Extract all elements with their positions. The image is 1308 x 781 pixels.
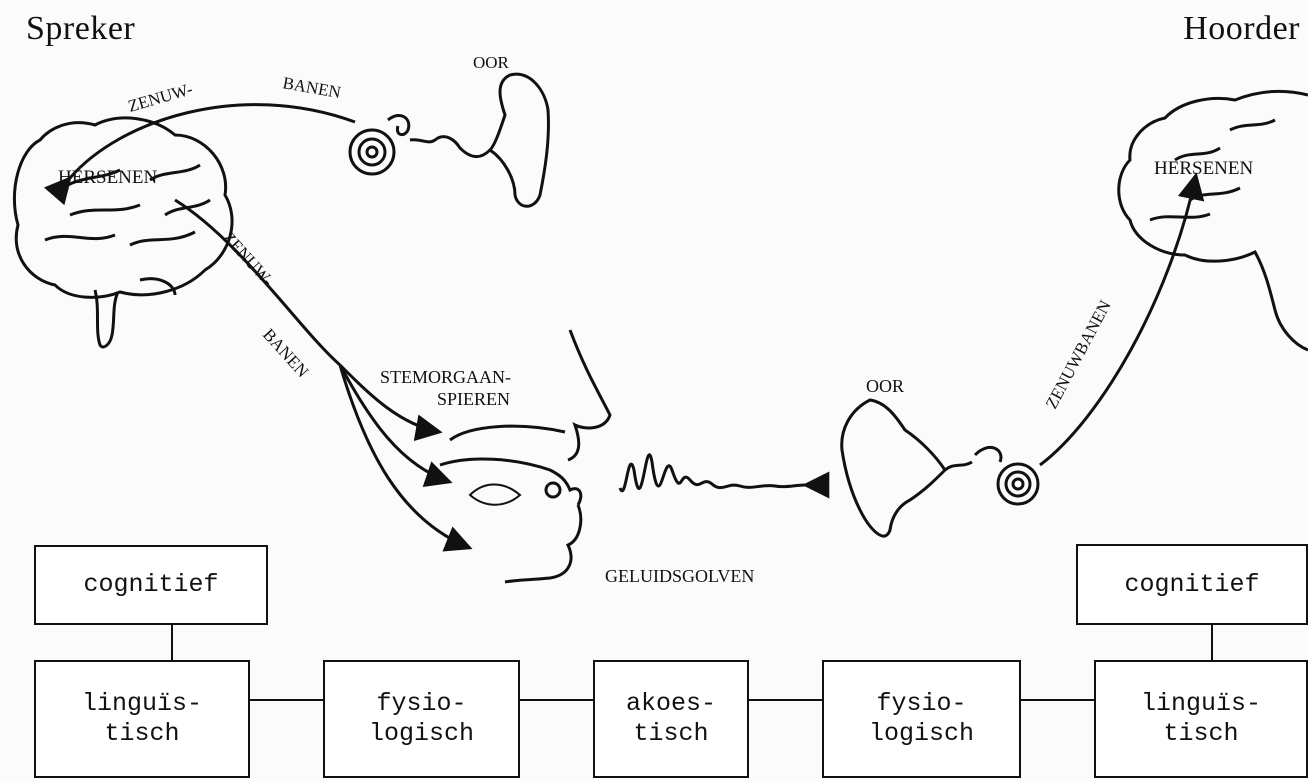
- listener-ear-label: OOR: [866, 376, 904, 396]
- connector-linguistic-physiological-left: [248, 699, 325, 701]
- muscles-label-1: STEMORGAAN-: [380, 367, 511, 387]
- acoustic-box: akoes- tisch: [593, 660, 749, 778]
- cognitive-box-right: cognitief: [1076, 544, 1308, 625]
- connector-cognitive-linguistic-left: [171, 623, 173, 661]
- speaker-brain-label: HERSENEN: [58, 167, 158, 188]
- lower-nerve-label-2: BANEN: [259, 325, 312, 381]
- connector-physiological-acoustic: [518, 699, 595, 701]
- listener-nerve-path: [1040, 175, 1196, 465]
- top-nerve-label-1: ZENUW-: [126, 79, 195, 116]
- listener-brain-label: HERSENEN: [1154, 158, 1254, 179]
- speaker-ear-label: OOR: [473, 53, 510, 72]
- speaker-brain-drawing: [14, 118, 232, 347]
- top-nerve-label-2: BANEN: [281, 73, 342, 102]
- cognitive-box-left: cognitief: [34, 545, 268, 625]
- muscles-label-2: SPIEREN: [437, 389, 510, 409]
- lower-nerve-label-1: ZENUW-: [219, 228, 278, 290]
- physiological-box-left: fysio- logisch: [323, 660, 520, 778]
- listener-ear-drawing: [842, 400, 1038, 536]
- connector-acoustic-physiological: [747, 699, 824, 701]
- linguistic-box-right: linguïs- tisch: [1094, 660, 1308, 778]
- physiological-box-right: fysio- logisch: [822, 660, 1021, 778]
- listener-brain-drawing: [1119, 91, 1308, 350]
- speaker-ear-drawing: [350, 74, 548, 206]
- connector-physiological-linguistic-right: [1019, 699, 1096, 701]
- connector-cognitive-linguistic-right: [1211, 623, 1213, 661]
- linguistic-box-left: linguïs- tisch: [34, 660, 250, 778]
- soundwaves-label: GELUIDSGOLVEN: [605, 566, 754, 586]
